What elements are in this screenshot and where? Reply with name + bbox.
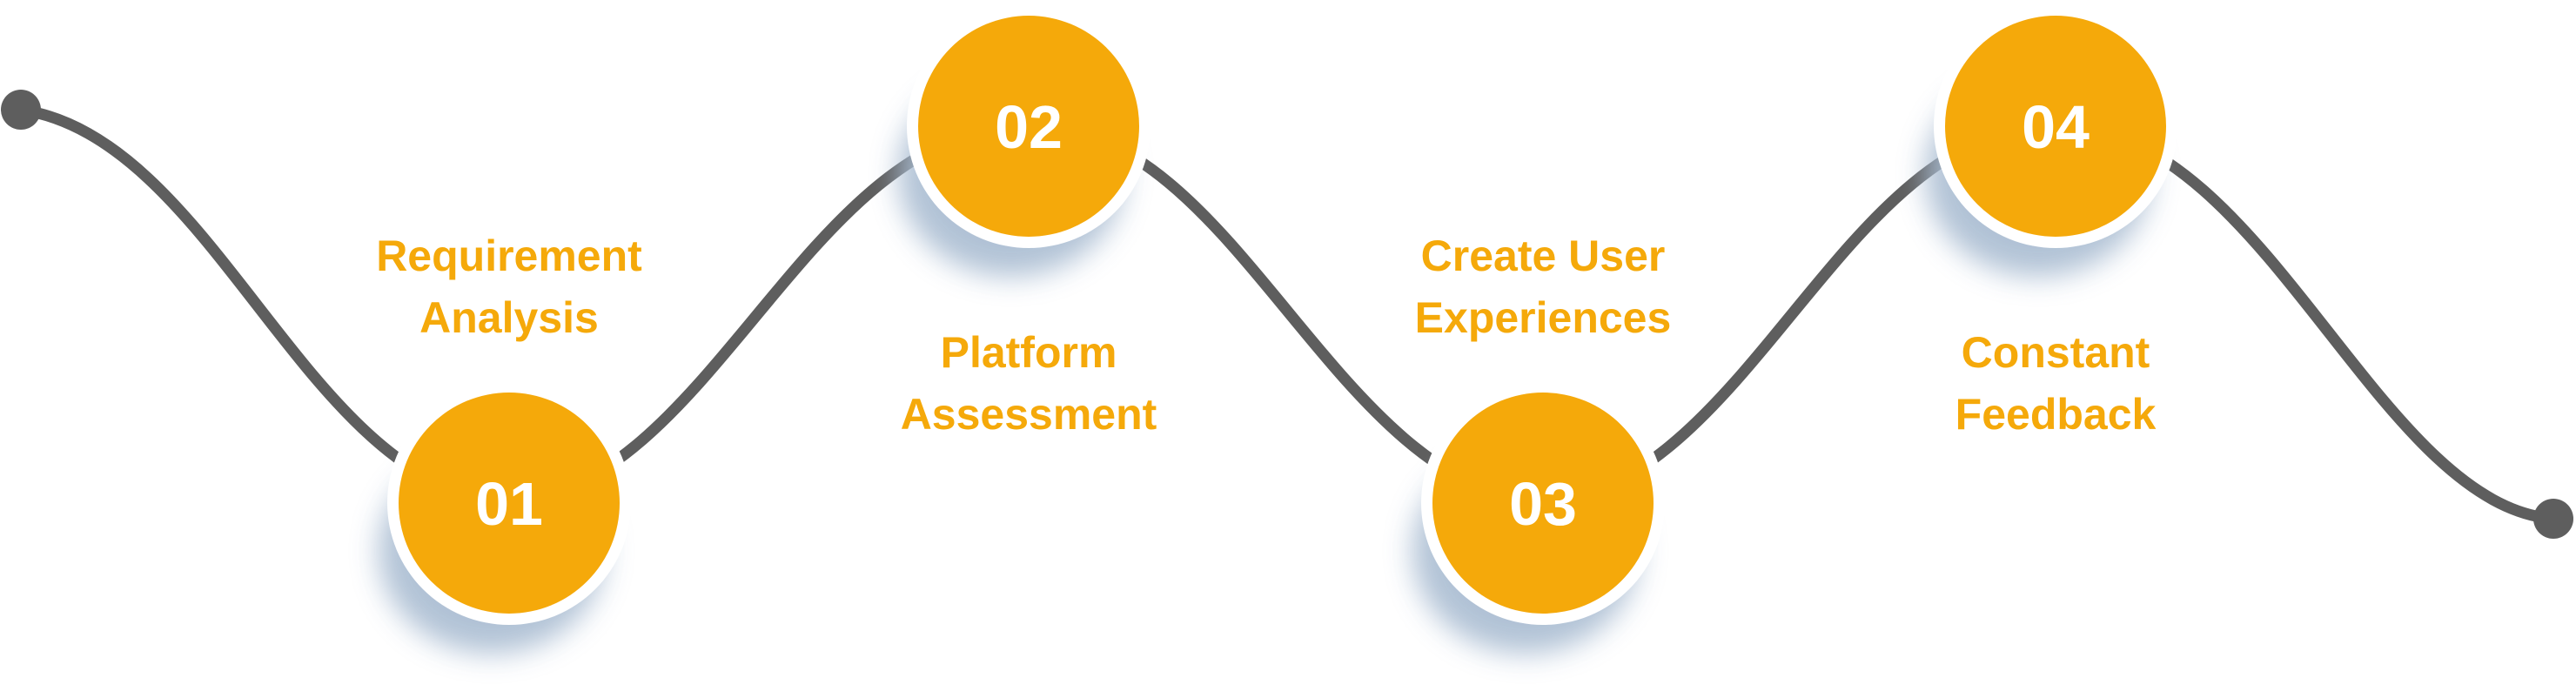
step-node-2: 02 [898, 4, 1150, 277]
step-number: 03 [1509, 470, 1577, 538]
step-3-label-line-1: Create User [1421, 232, 1666, 280]
step-number: 02 [995, 93, 1063, 161]
step-1-label-line-2: Analysis [419, 293, 599, 342]
step-node-1: 01 [379, 381, 631, 654]
step-number: 04 [2022, 93, 2090, 161]
step-labels: Requirement Analysis Platform Assessment… [376, 232, 2156, 439]
step-number: 01 [475, 470, 543, 538]
step-node-4: 04 [1925, 4, 2177, 277]
step-2-label-line-2: Assessment [901, 390, 1157, 439]
step-4-label-line-2: Feedback [1955, 390, 2157, 439]
step-node-3: 03 [1412, 381, 1665, 654]
step-node-circle [399, 393, 620, 614]
step-4-label-line-1: Constant [1962, 328, 2150, 377]
wave-end-dot [2533, 499, 2573, 539]
step-2-label-line-1: Platform [941, 328, 1117, 377]
step-nodes: 01 02 03 04 [379, 4, 2177, 654]
step-node-circle [1945, 16, 2166, 237]
step-node-circle [1432, 393, 1654, 614]
step-3-label-line-2: Experiences [1415, 293, 1672, 342]
wave-start-dot [1, 90, 41, 130]
step-1-label-line-1: Requirement [376, 232, 642, 280]
step-node-circle [918, 16, 1139, 237]
